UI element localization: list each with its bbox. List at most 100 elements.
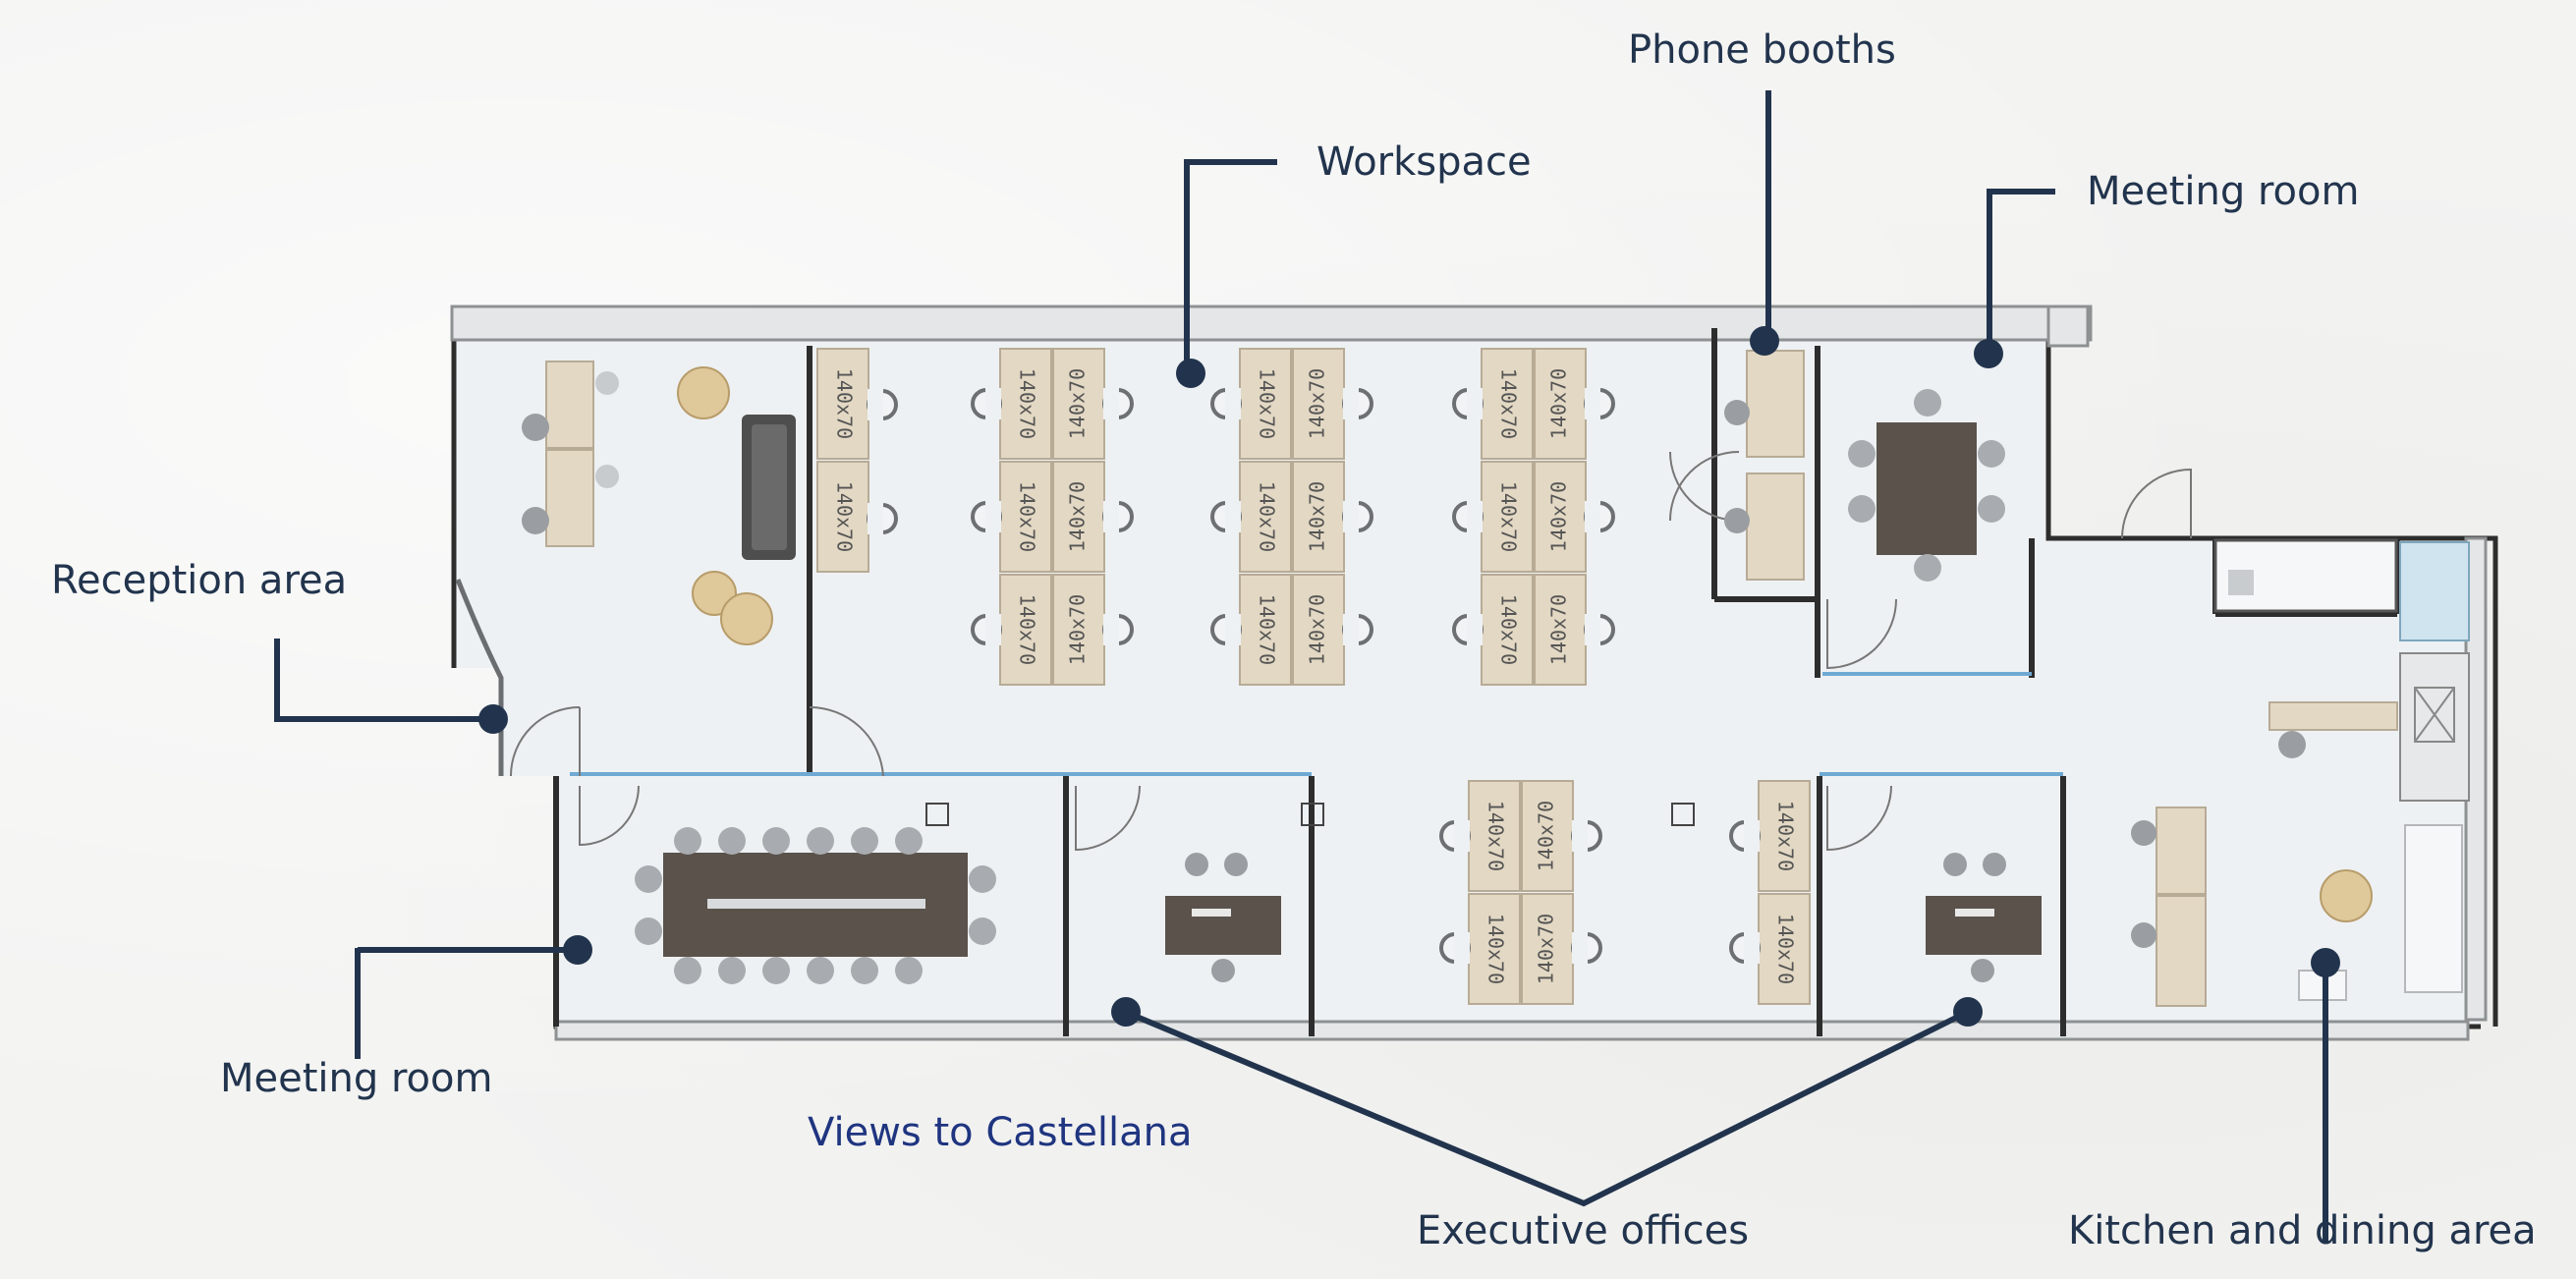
desk: 140x70	[1052, 574, 1105, 686]
desk: 140x70	[999, 461, 1052, 573]
svg-text:140x70: 140x70	[1016, 368, 1039, 439]
svg-text:140x70: 140x70	[1547, 594, 1571, 665]
chair	[1102, 614, 1134, 645]
chair	[971, 501, 1002, 532]
doors	[510, 451, 2192, 852]
chair	[971, 614, 1002, 645]
phone-booth-tables	[1746, 350, 1805, 581]
chair	[1452, 614, 1484, 645]
chair	[1439, 932, 1471, 964]
desk: 140x70	[1468, 780, 1521, 892]
desk: 140x70	[1758, 893, 1811, 1005]
svg-text:140x70: 140x70	[1066, 594, 1090, 665]
column-markers	[925, 803, 1695, 826]
desk: 140x70	[1292, 461, 1345, 573]
chair	[762, 957, 790, 984]
chair	[971, 388, 1002, 419]
chair	[1571, 820, 1602, 852]
kitchen-chairs	[2131, 731, 2306, 948]
interior-walls	[553, 328, 2400, 1036]
svg-text:140x70: 140x70	[1066, 368, 1090, 439]
svg-text:140x70: 140x70	[1497, 481, 1521, 552]
chair	[1571, 932, 1602, 964]
svg-text:140x70: 140x70	[1306, 594, 1329, 665]
glass-partitions	[570, 672, 2063, 776]
chair	[1210, 388, 1242, 419]
svg-text:140x70: 140x70	[1016, 594, 1039, 665]
desk: 140x70	[1052, 348, 1105, 460]
chair	[635, 865, 662, 893]
svg-text:140x70: 140x70	[1547, 368, 1571, 439]
desk: 140x70	[1534, 348, 1587, 460]
svg-text:140x70: 140x70	[833, 368, 857, 439]
svg-text:140x70: 140x70	[1306, 368, 1329, 439]
chair	[762, 827, 790, 855]
reception-curve-wall	[455, 579, 504, 776]
reception-desk	[545, 361, 594, 547]
chair	[1584, 614, 1615, 645]
chair	[1102, 388, 1134, 419]
desk: 140x70	[1239, 348, 1292, 460]
desk: 140x70	[816, 461, 869, 573]
desk: 140x70	[1292, 348, 1345, 460]
kitchen-counter	[2213, 538, 2470, 802]
meeting-room-bottom-table	[663, 853, 968, 957]
chair	[969, 918, 996, 945]
phone-booth-chairs	[1724, 400, 1750, 533]
chair	[851, 957, 878, 984]
svg-text:140x70: 140x70	[1256, 368, 1279, 439]
svg-text:140x70: 140x70	[1484, 914, 1508, 984]
chair	[807, 827, 834, 855]
chair	[1729, 820, 1761, 852]
chair	[1452, 501, 1484, 532]
label-workspace: Workspace	[1316, 139, 1532, 185]
chair	[1452, 388, 1484, 419]
svg-text:140x70: 140x70	[1535, 914, 1558, 984]
desk: 140x70	[1481, 574, 1534, 686]
desk: 140x70	[999, 574, 1052, 686]
chair	[1342, 614, 1373, 645]
chair	[1729, 932, 1761, 964]
callout-dots	[478, 326, 2340, 1027]
svg-text:140x70: 140x70	[1256, 594, 1279, 665]
svg-text:140x70: 140x70	[1497, 594, 1521, 665]
reception-chairs	[522, 371, 619, 534]
meeting-room-top-chairs	[1848, 389, 2005, 582]
chair	[895, 827, 923, 855]
desk: 140x70	[1481, 348, 1534, 460]
svg-text:140x70: 140x70	[1016, 481, 1039, 552]
chair	[969, 865, 996, 893]
chair	[674, 827, 701, 855]
chair	[1584, 388, 1615, 419]
desk: 140x70	[1052, 461, 1105, 573]
chair	[1584, 501, 1615, 532]
reception-sofa	[742, 415, 796, 560]
chair	[807, 957, 834, 984]
svg-text:140x70: 140x70	[1066, 481, 1090, 552]
desk: 140x70	[1239, 461, 1292, 573]
chair	[718, 827, 746, 855]
chair	[1342, 388, 1373, 419]
chair	[1102, 501, 1134, 532]
svg-text:140x70: 140x70	[1774, 801, 1798, 871]
label-executive-offices: Executive offices	[1417, 1208, 1750, 1253]
chair	[867, 503, 898, 534]
svg-text:140x70: 140x70	[1547, 481, 1571, 552]
svg-text:140x70: 140x70	[1497, 368, 1521, 439]
desk: 140x70	[1534, 574, 1587, 686]
desk: 140x70	[1292, 574, 1345, 686]
meeting-room-top-table	[1876, 422, 1977, 555]
svg-text:140x70: 140x70	[1484, 801, 1508, 871]
label-views: Views to Castellana	[808, 1110, 1193, 1155]
desk: 140x70	[1468, 893, 1521, 1005]
label-phone-booths: Phone booths	[1628, 28, 1896, 73]
chair	[895, 957, 923, 984]
chair	[1210, 501, 1242, 532]
chair	[1210, 614, 1242, 645]
svg-text:140x70: 140x70	[833, 481, 857, 552]
label-meeting-room-bottom: Meeting room	[220, 1056, 493, 1101]
